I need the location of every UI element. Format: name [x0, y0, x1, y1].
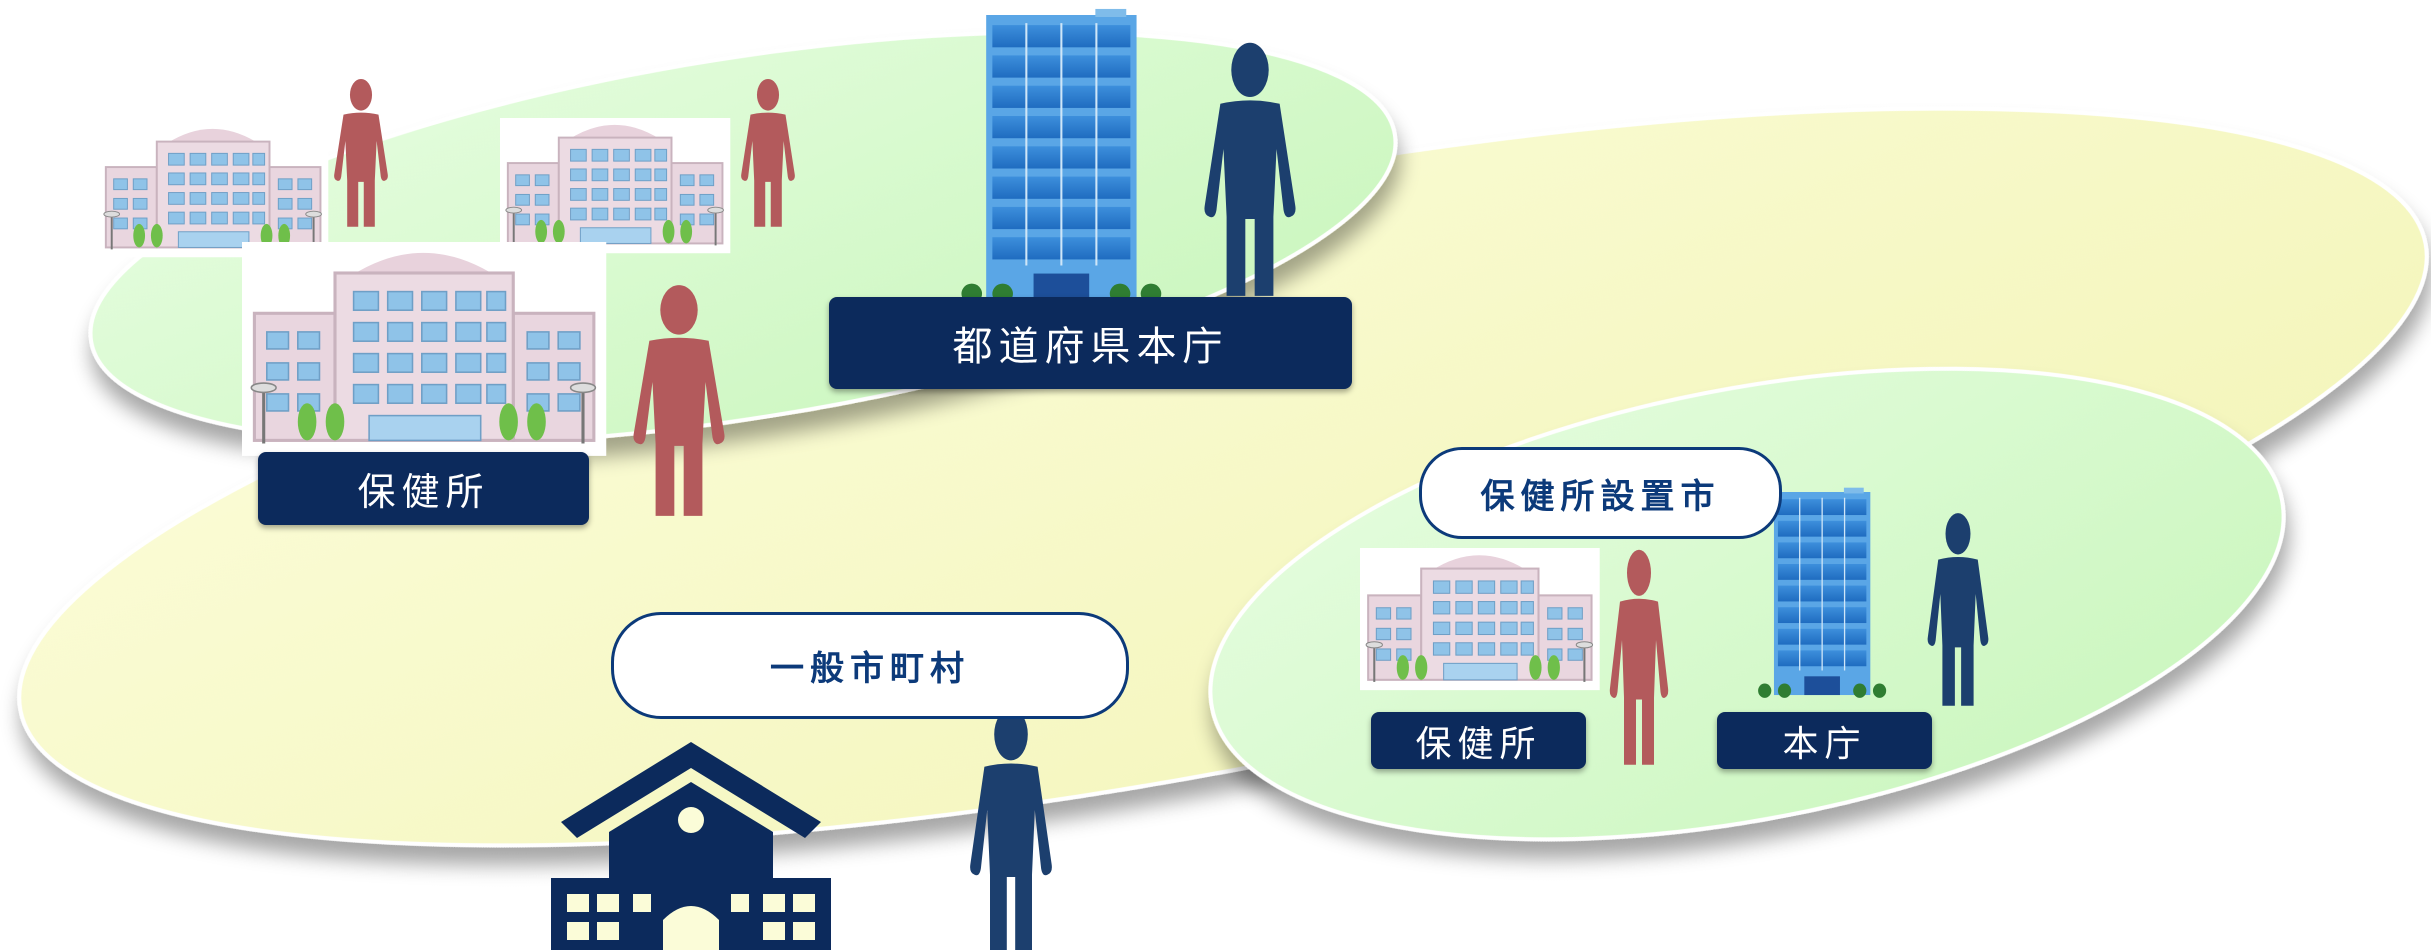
- city-main-office-label: 本庁: [1717, 712, 1932, 769]
- health-center-prefecture-label: 保健所: [258, 452, 589, 525]
- health-center-building-icon: [97, 121, 330, 259]
- town-hall-icon: [551, 742, 831, 950]
- prefectural-office-tower-icon: [960, 7, 1163, 305]
- city-office-tower-icon: [1757, 486, 1887, 699]
- designated-city-label: 保健所設置市: [1419, 447, 1782, 539]
- health-center-building-icon: [240, 240, 608, 458]
- health-center-city-label: 保健所: [1371, 712, 1586, 769]
- health-center-building-icon: [499, 117, 732, 255]
- health-center-building-icon: [1358, 546, 1601, 692]
- prefectural-office-label: 都道府県本庁: [829, 297, 1352, 389]
- general-municipality-label: 一般市町村: [611, 612, 1129, 719]
